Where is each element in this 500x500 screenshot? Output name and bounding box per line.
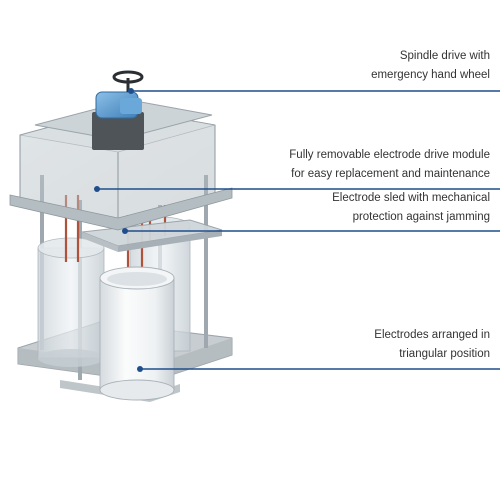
callout-spindle-drive: Spindle drive with emergency hand wheel [250,47,490,85]
leader-lines [97,90,500,370]
electrode-cylinder-back-left [37,237,105,367]
callout-line: for easy replacement and maintenance [291,168,490,180]
leader-dots [94,88,143,372]
callout-line: protection against jamming [352,211,490,223]
callout-line: Fully removable electrode drive module [289,149,490,161]
callout-line: Spindle drive with [399,50,490,62]
drive-motor-icon [92,91,144,150]
callout-line: Electrodes arranged in [374,329,490,341]
callout-line: Electrode sled with mechanical [332,192,490,204]
callout-drive-module: Fully removable electrode drive module f… [250,146,490,184]
callout-electrode-sled: Electrode sled with mechanical protectio… [250,189,490,227]
electrode-cylinder-front [99,266,175,401]
hand-wheel-icon [112,70,144,92]
callout-line: emergency hand wheel [371,69,490,81]
callout-line: triangular position [399,348,490,360]
electrode-sled [81,219,223,252]
callout-electrodes: Electrodes arranged in triangular positi… [250,326,490,364]
